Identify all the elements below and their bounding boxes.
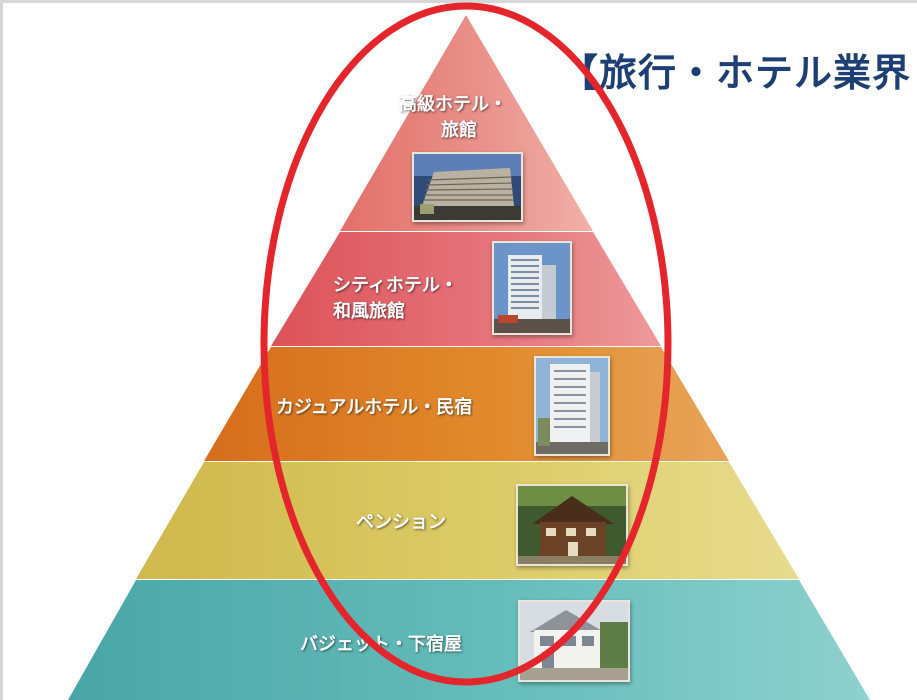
casual-hotel-photo	[534, 356, 610, 456]
pyramid-tier-2	[271, 232, 661, 346]
pyramid-tier-5	[68, 580, 870, 700]
tier-5-label-line1: バジェット・下宿屋	[300, 634, 462, 655]
pension-photo	[516, 484, 628, 566]
slide-title: 【旅行・ホテル業界	[560, 51, 912, 95]
tier-5-label: バジェット・下宿屋	[300, 632, 462, 658]
top-border	[0, 0, 917, 3]
left-border	[0, 0, 3, 700]
city-hotel-photo	[492, 241, 572, 335]
tier-2-label: シティホテル・ 和風旅館	[333, 273, 458, 325]
tier-4-label: ペンション	[356, 510, 446, 536]
pyramid-tier-4	[136, 462, 799, 579]
tier-2-label-line2: 和風旅館	[333, 301, 405, 322]
budget-lodging-photo	[518, 600, 630, 682]
tier-3-label: カジュアルホテル・民宿	[276, 395, 472, 421]
tier-1-label-line1: 高級ホテル・	[399, 94, 507, 115]
tier-1-label-line2: 旅館	[441, 120, 477, 141]
tier-4-label-line1: ペンション	[356, 512, 446, 533]
tier-3-label-line1: カジュアルホテル・民宿	[276, 397, 473, 418]
luxury-hotel-photo	[412, 152, 523, 222]
tier-2-label-line1: シティホテル・	[333, 275, 458, 296]
tier-1-label: 高級ホテル・ 旅館	[399, 92, 507, 144]
